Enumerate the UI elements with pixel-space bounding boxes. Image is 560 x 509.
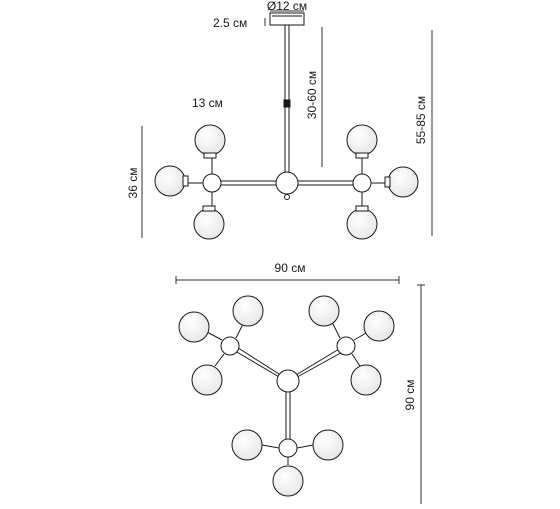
- top-globe-ul-1: [178, 311, 210, 343]
- top-view: [178, 295, 395, 497]
- left-hub: [202, 173, 222, 193]
- top-globe-ur-3: [350, 364, 382, 396]
- globe-right-side: [384, 166, 419, 198]
- globe-left-side: [154, 165, 189, 197]
- globe-left-top: [194, 124, 226, 159]
- top-globe-ul-2: [232, 295, 264, 327]
- fixture-height-label: 36 см: [126, 168, 140, 199]
- top-bottom-hub: [278, 438, 298, 458]
- globe-right-top: [346, 124, 378, 159]
- top-center-hub: [276, 369, 300, 393]
- rod-coupler: [283, 99, 291, 108]
- side-view: [154, 12, 419, 240]
- top-depth-label: 90 см: [403, 380, 417, 411]
- top-globe-b-1: [231, 429, 263, 461]
- canopy-diameter-label: Ø12 см: [267, 0, 307, 13]
- canopy-height-label: 2.5 см: [213, 16, 247, 30]
- top-globe-ur-2: [363, 310, 395, 342]
- top-right-hub: [336, 336, 356, 356]
- center-hub: [275, 171, 299, 195]
- top-globe-ur-1: [308, 295, 340, 327]
- top-width-label: 90 см: [275, 261, 306, 275]
- globe-right-bottom: [346, 205, 378, 240]
- canopy: [269, 12, 305, 26]
- top-globe-ul-3: [191, 364, 223, 396]
- total-height-label: 55-85 см: [414, 96, 428, 144]
- rod-length-label: 30-60 см: [305, 71, 319, 119]
- right-hub: [352, 173, 372, 193]
- globe-left-bottom: [193, 205, 225, 240]
- globe-diameter-label: 13 см: [192, 96, 223, 110]
- top-globe-b-3: [272, 465, 304, 497]
- top-dimension-lines: [175, 276, 425, 504]
- side-dimension-lines: [141, 10, 433, 238]
- top-left-hub: [220, 336, 240, 356]
- top-globe-b-2: [312, 429, 344, 461]
